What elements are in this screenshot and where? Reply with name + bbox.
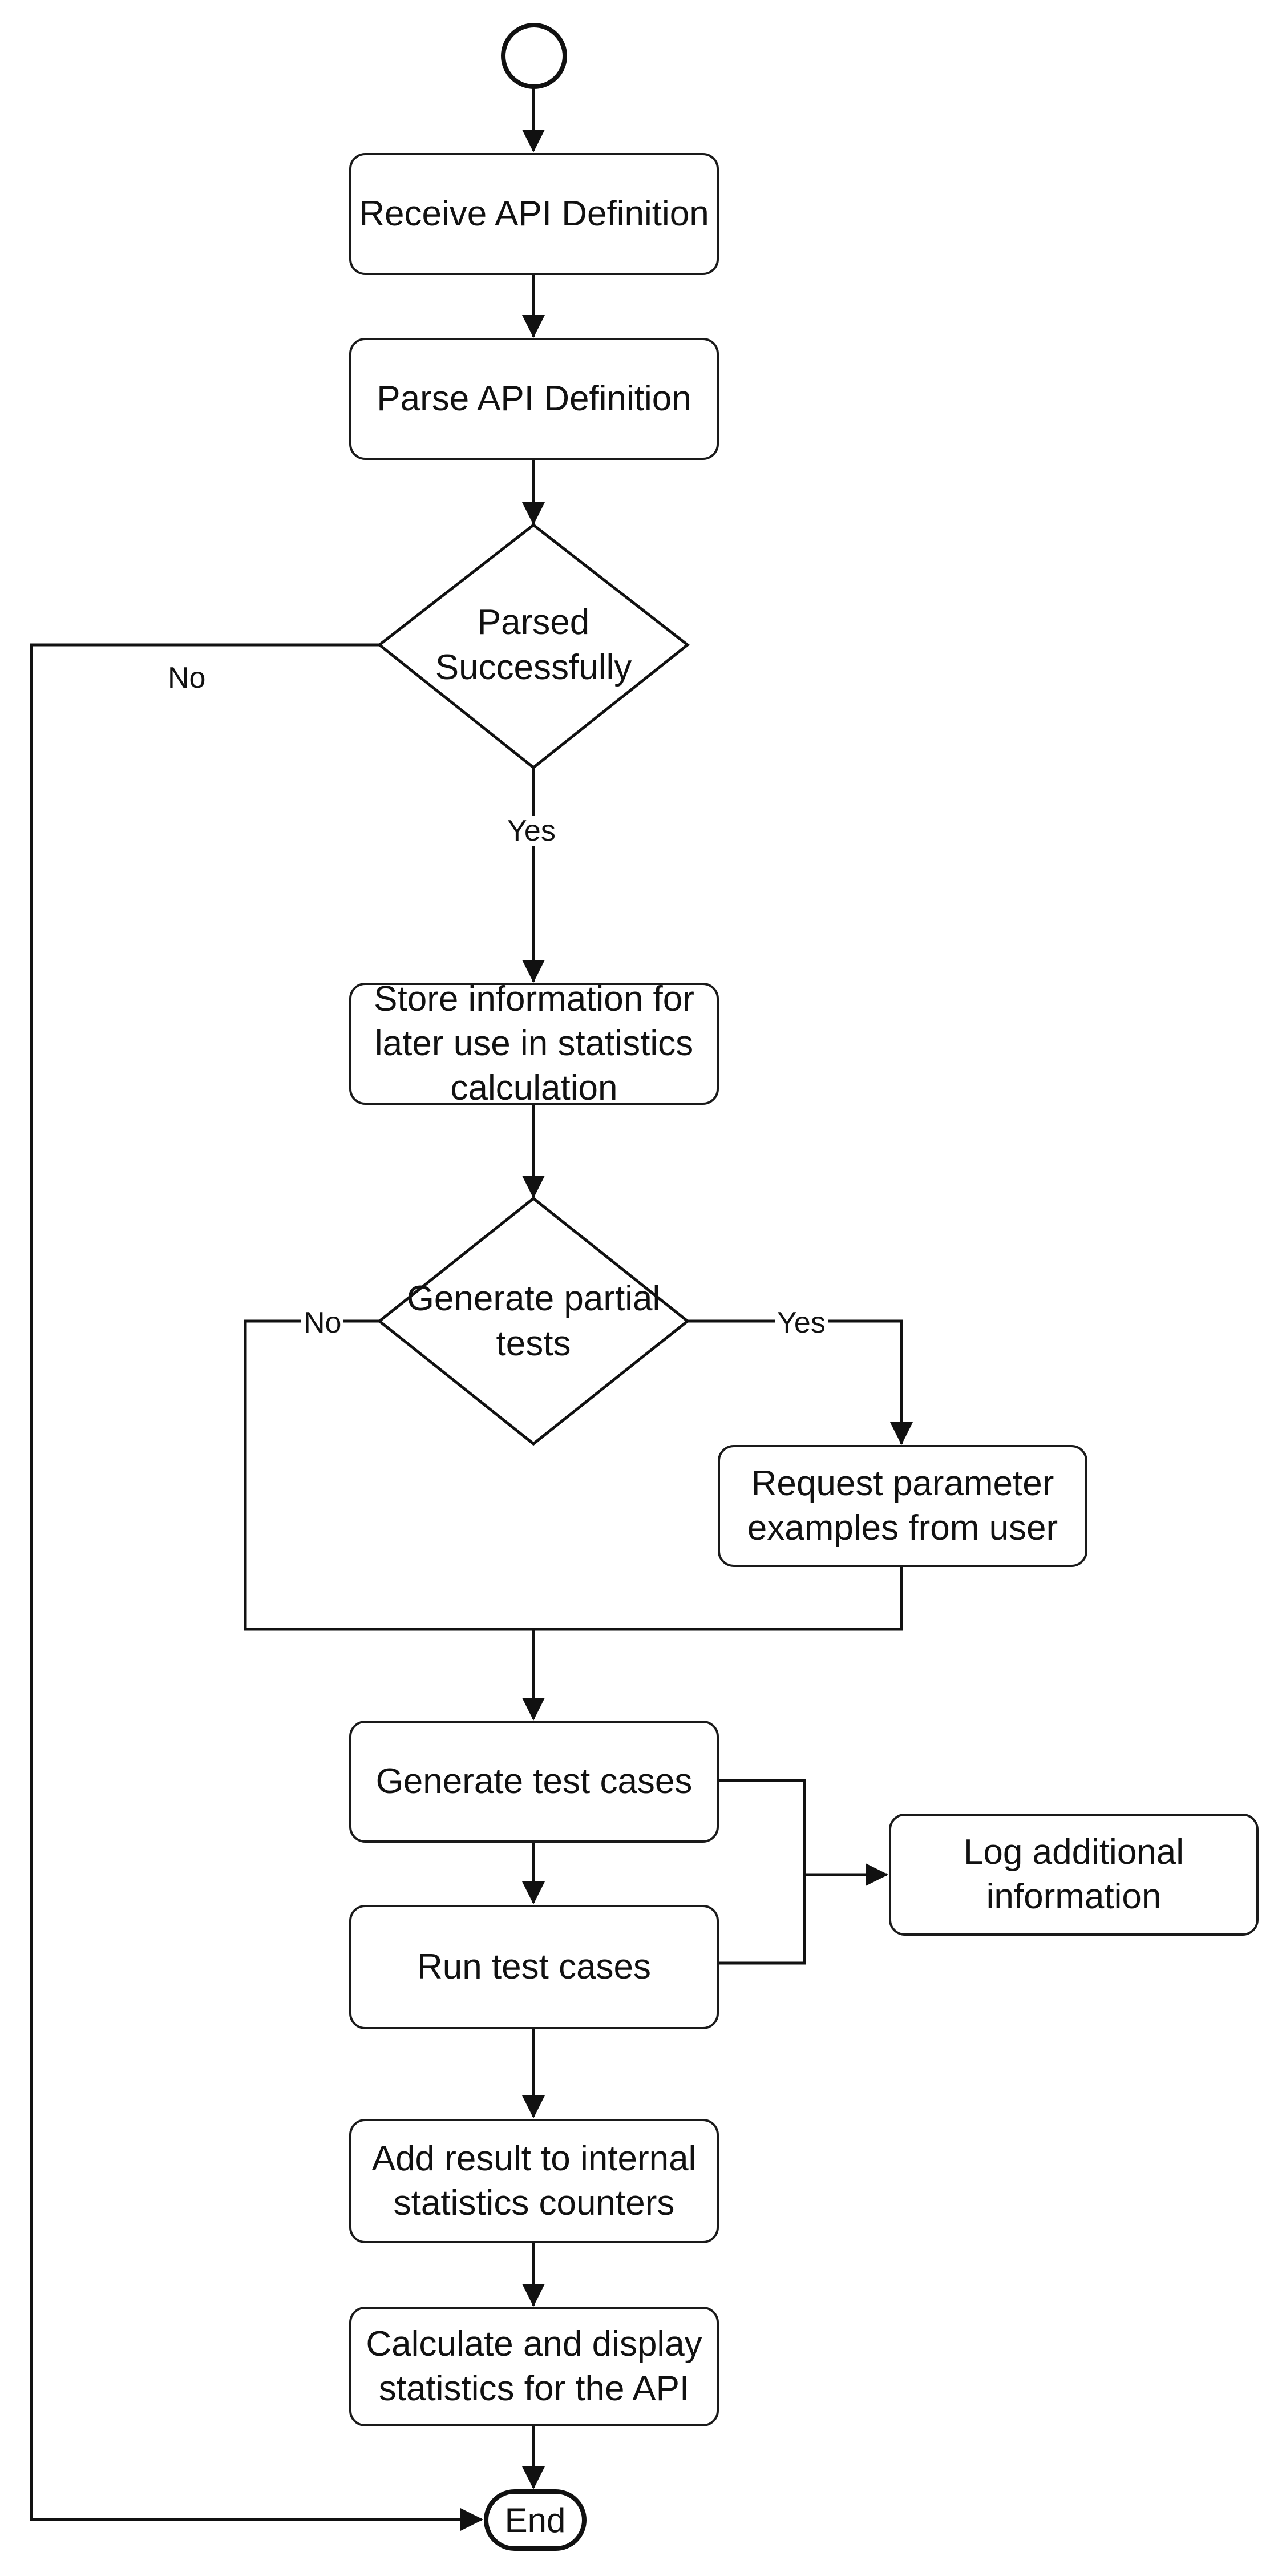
start-node [501, 23, 567, 89]
edge-label-yes-partial: Yes [775, 1308, 828, 1338]
node-parse-api-definition: Parse API Definition [349, 338, 719, 460]
edge-label-no-parsed: No [165, 663, 208, 693]
node-run-test-cases: Run test cases [349, 1905, 719, 2029]
end-node: End [484, 2489, 587, 2551]
edge-request-merge [533, 1566, 903, 1631]
decision-parsed-shape [377, 523, 690, 770]
decision-partial-shape [377, 1196, 690, 1446]
node-log-additional-information: Log additional information [889, 1814, 1259, 1936]
edge-parsed-no-end [30, 643, 483, 2531]
node-receive-api-definition: Receive API Definition [349, 153, 719, 275]
node-calculate-display-statistics: Calculate and display statistics for the… [349, 2307, 719, 2426]
node-request-parameter-examples: Request parameter examples from user [718, 1445, 1087, 1567]
node-add-result-statistics: Add result to internal statistics counte… [349, 2119, 719, 2243]
edge-run-log [719, 1875, 806, 1965]
edge-gentests-log [719, 1779, 806, 1963]
edge-partial-yes-request [688, 1319, 913, 1445]
edge-label-yes-parsed: Yes [505, 816, 558, 846]
node-generate-test-cases: Generate test cases [349, 1721, 719, 1843]
node-store-information: Store information for later use in stati… [349, 979, 719, 1108]
edge-label-no-partial: No [301, 1308, 344, 1338]
